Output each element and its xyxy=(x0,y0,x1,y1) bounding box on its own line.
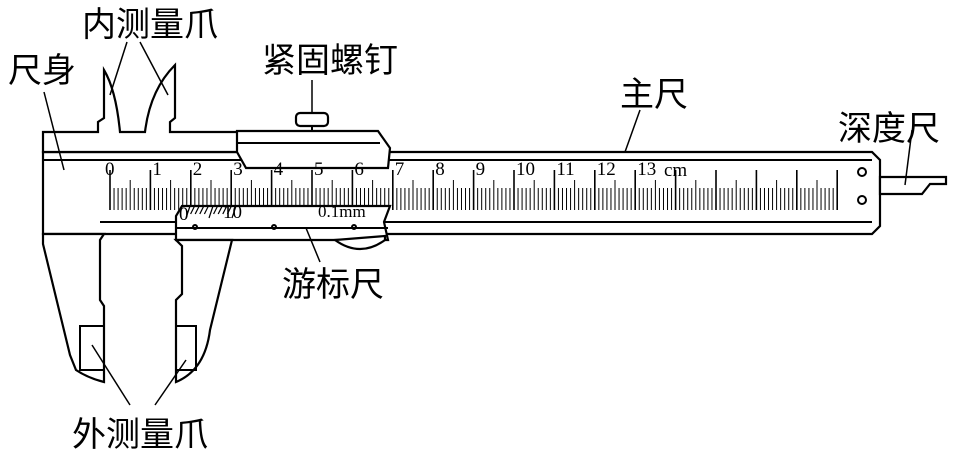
main-scale-number: 9 xyxy=(476,159,486,180)
main-scale-number: 6 xyxy=(354,159,364,180)
main-scale-number: 0 xyxy=(105,159,115,180)
label-lock-screw: 紧固螺钉 xyxy=(262,41,398,81)
outer-fixed-jaw xyxy=(41,232,107,384)
main-scale-number: 11 xyxy=(556,159,574,180)
outer-movable-jaw xyxy=(173,238,234,384)
main-scale-number: 3 xyxy=(233,159,243,180)
label-main-scale: 主尺 xyxy=(620,75,688,115)
label-outer-jaws: 外测量爪 xyxy=(72,415,208,455)
vernier-slider xyxy=(174,204,392,242)
depth-rod xyxy=(878,175,948,196)
main-scale-number: 10 xyxy=(516,159,535,180)
vernier-precision: 0.1mm xyxy=(318,202,366,221)
main-scale-ticks xyxy=(109,170,839,210)
screw-icon xyxy=(857,167,867,177)
main-scale-number: 1 xyxy=(152,159,162,180)
main-scale-number: 4 xyxy=(274,159,284,180)
label-vernier-scale: 游标尺 xyxy=(282,265,384,305)
vernier-scale-ticks xyxy=(185,205,237,219)
main-scale-number: 2 xyxy=(193,159,203,180)
fixed-body xyxy=(41,62,242,154)
main-scale-number: 7 xyxy=(395,159,405,180)
vernier-tick xyxy=(203,205,209,215)
main-scale-number: 13 xyxy=(637,159,656,180)
label-inner-jaws: 内测量爪 xyxy=(82,5,218,45)
thumb-wheel-icon xyxy=(331,234,387,251)
vernier-tick xyxy=(213,205,219,215)
lock-screw-icon xyxy=(294,111,330,131)
vernier-tick xyxy=(185,205,191,219)
vernier-tick xyxy=(208,205,214,219)
vernier-tick xyxy=(222,205,228,215)
main-scale-number: 12 xyxy=(597,159,616,180)
lock-slide xyxy=(235,129,392,170)
vernier-ten: 10 xyxy=(223,202,242,223)
vernier-tick xyxy=(231,205,237,219)
vernier-tick xyxy=(190,205,196,215)
label-depth-rod: 深度尺 xyxy=(838,109,940,149)
main-scale-number: 8 xyxy=(435,159,445,180)
screw-icon xyxy=(857,195,867,205)
vernier-tick xyxy=(217,205,223,215)
vernier-tick xyxy=(199,205,205,215)
vernier-tick xyxy=(194,205,200,215)
vernier-zero: 0 xyxy=(179,204,189,225)
leader-lines xyxy=(43,41,913,406)
label-main-body: 尺身 xyxy=(8,51,76,91)
main-scale-unit: cm xyxy=(664,160,687,181)
main-scale-number: 5 xyxy=(314,159,324,180)
vernier-tick xyxy=(226,205,232,215)
